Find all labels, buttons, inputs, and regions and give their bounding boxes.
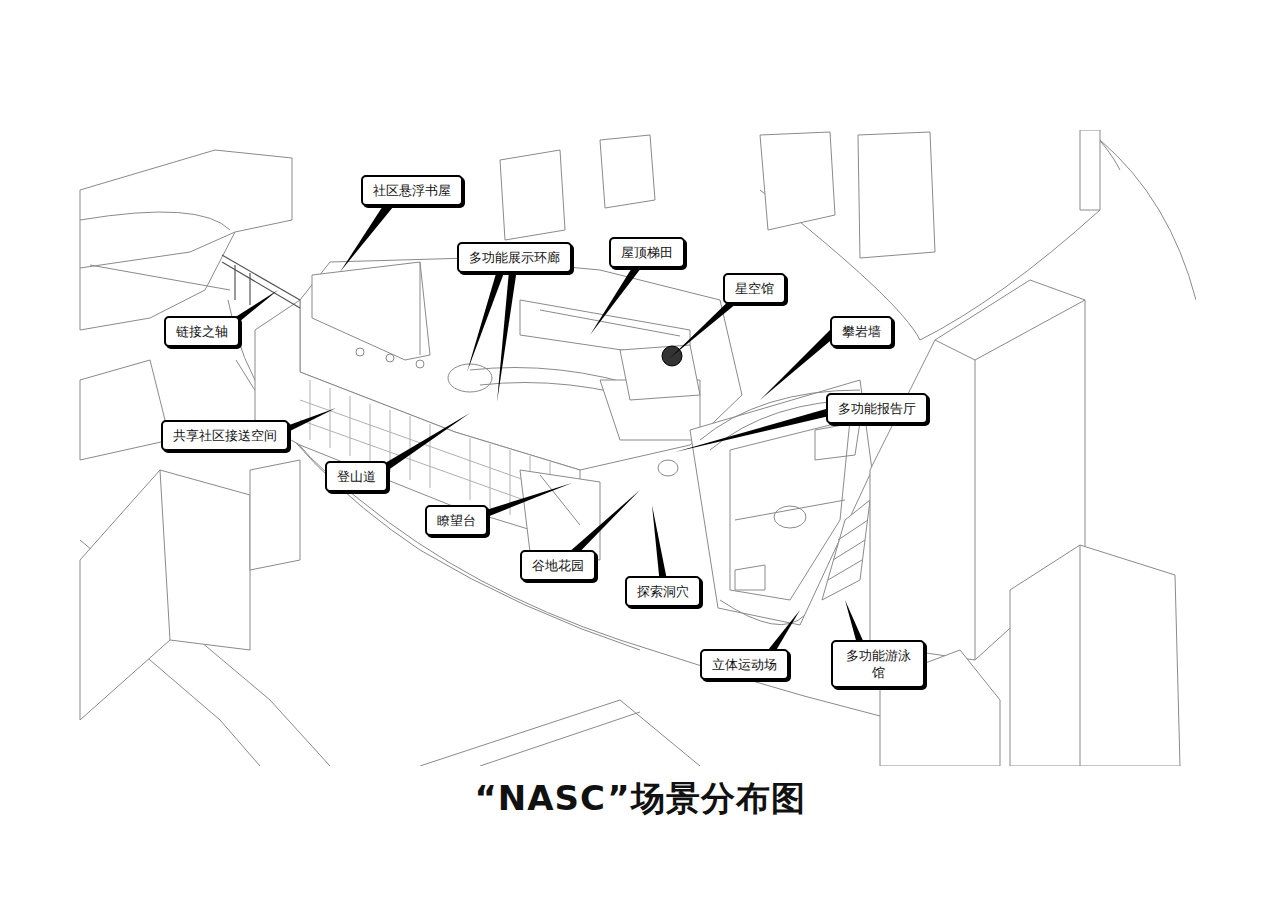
callout-box: 攀岩墙 bbox=[830, 316, 893, 347]
callout-label: 多功能展示环廊 bbox=[469, 249, 560, 266]
callout-label: 多功能游泳馆 bbox=[843, 647, 913, 681]
callout-box: 共享社区接送空间 bbox=[161, 420, 289, 451]
diagram-title: “NASC”场景分布图 bbox=[0, 776, 1280, 822]
dome bbox=[662, 346, 682, 366]
callout-box: 屋顶梯田 bbox=[609, 237, 685, 268]
callout-label: 链接之轴 bbox=[176, 323, 228, 340]
callout-label: 屋顶梯田 bbox=[621, 244, 673, 261]
callout-box: 瞭望台 bbox=[425, 505, 488, 536]
callout-box: 链接之轴 bbox=[164, 316, 240, 347]
callout-label: 登山道 bbox=[337, 468, 376, 485]
callout-box: 探索洞穴 bbox=[625, 576, 701, 607]
callout-label: 谷地花园 bbox=[532, 557, 584, 574]
callout-box: 多功能报告厅 bbox=[826, 393, 928, 424]
callout-label: 多功能报告厅 bbox=[838, 400, 916, 417]
callout-label: 立体运动场 bbox=[712, 656, 777, 673]
callout-label: 星空馆 bbox=[735, 280, 774, 297]
callout-box: 谷地花园 bbox=[520, 550, 596, 581]
leader-lines bbox=[215, 192, 868, 664]
callout-box: 星空馆 bbox=[723, 273, 786, 304]
callout-label: 共享社区接送空间 bbox=[173, 427, 277, 444]
building-linework bbox=[80, 130, 1196, 766]
callout-box: 立体运动场 bbox=[700, 649, 789, 680]
callout-box: 社区悬浮书屋 bbox=[361, 175, 463, 206]
callout-label: 攀岩墙 bbox=[842, 323, 881, 340]
callout-box: 多功能游泳馆 bbox=[831, 640, 925, 688]
callout-label: 瞭望台 bbox=[437, 512, 476, 529]
callout-label: 社区悬浮书屋 bbox=[373, 182, 451, 199]
bridge bbox=[222, 255, 300, 308]
callout-box: 多功能展示环廊 bbox=[457, 242, 572, 273]
callout-box: 登山道 bbox=[325, 461, 388, 492]
callout-label: 探索洞穴 bbox=[637, 583, 689, 600]
